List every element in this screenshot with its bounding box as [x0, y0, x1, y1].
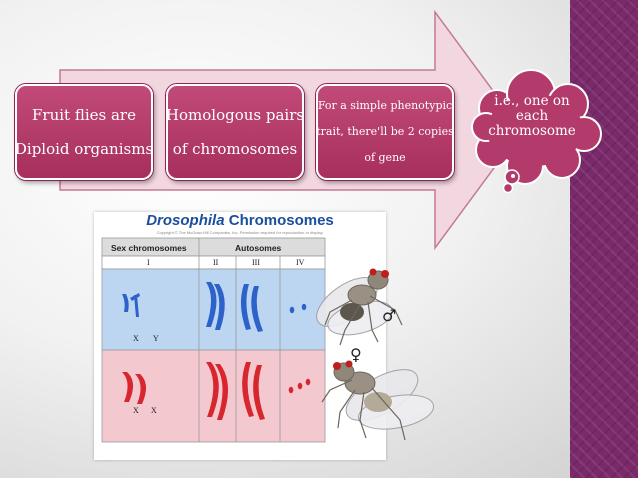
step-text-line: Homologous pairs	[165, 106, 305, 124]
decorative-side-band	[570, 0, 638, 478]
male-symbol: ♂	[382, 306, 397, 325]
column-label-II: II	[213, 258, 219, 267]
step-text-line: trait, there'll be 2 copies	[316, 125, 454, 138]
step-box-diploid: Fruit flies are Diploid organisms	[15, 84, 153, 180]
callout-line: each	[515, 108, 549, 124]
step-box-gene-copies: For a simple phenotypic trait, there'll …	[316, 84, 454, 180]
female-symbol: ♀	[350, 345, 362, 364]
step-text-line: For a simple phenotypic	[317, 99, 453, 112]
step-text-line: Diploid organisms	[14, 140, 154, 158]
karyotype-table	[101, 237, 326, 443]
callout-text: i.e., one on each chromosome	[480, 94, 584, 139]
callout-line: i.e., one on	[494, 93, 570, 109]
step-text-line: of gene	[364, 151, 406, 164]
drosophila-chromosomes-figure: Drosophila Chromosomes Copyright © The M…	[94, 212, 386, 460]
header-sex-chromosomes: Sex chromosomes	[111, 243, 187, 253]
female-label-x1: X	[133, 406, 139, 415]
male-label-x: X	[133, 334, 139, 343]
male-fly-icon	[316, 268, 403, 346]
step-text-line: of chromosomes	[172, 140, 298, 158]
callout-line: chromosome	[488, 123, 576, 139]
figure-title: Drosophila Chromosomes	[94, 212, 386, 229]
column-label-I: I	[147, 258, 150, 267]
male-label-y: Y	[153, 334, 159, 343]
figure-title-rest: Chromosomes	[224, 212, 334, 229]
step-text-line: Fruit flies are	[32, 106, 136, 124]
female-fly-icon	[321, 360, 435, 441]
female-label-x2: X	[151, 406, 157, 415]
figure-title-italic: Drosophila	[146, 212, 225, 229]
column-label-IV: IV	[296, 258, 305, 267]
column-label-III: III	[252, 258, 260, 267]
figure-copyright: Copyright © The McGraw-Hill Companies, I…	[156, 230, 324, 235]
header-autosomes: Autosomes	[235, 243, 282, 253]
step-box-homologous: Homologous pairs of chromosomes	[166, 84, 304, 180]
